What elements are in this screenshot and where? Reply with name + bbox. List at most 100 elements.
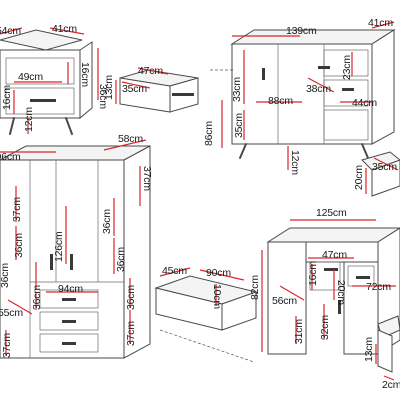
wardrobe-door-handle-1 bbox=[50, 254, 53, 270]
wardrobe-drawer-1 bbox=[39, 289, 99, 309]
wardrobe-door-handle-2 bbox=[70, 254, 73, 270]
sideboard-handle-3 bbox=[342, 88, 354, 91]
nightstand-drawer-height-label: 16cm bbox=[1, 85, 13, 110]
nightstand-drawer-upper bbox=[5, 57, 75, 85]
desk-drawer bbox=[309, 261, 341, 291]
sideboard-leg-right bbox=[361, 143, 369, 159]
wardrobe-bottom-right-label: 37cm bbox=[125, 321, 137, 346]
wardrobe-bottom-left-label: 37cm bbox=[1, 333, 13, 358]
desk-illustration bbox=[261, 219, 400, 355]
desk-handle-2 bbox=[356, 276, 370, 279]
sideboard-drawer-illustration bbox=[361, 151, 400, 197]
wardrobe-handle-2 bbox=[62, 320, 76, 323]
wardrobe-right-low-label: 36cm bbox=[125, 285, 137, 310]
sideboard-drawer-2 bbox=[323, 79, 369, 107]
desk-side-comp-label: 56cm bbox=[272, 295, 297, 307]
desk-drawer-depth-label: 20cm bbox=[335, 280, 347, 305]
dk-drawer-length-label: 2cm bbox=[382, 379, 400, 391]
desk-handle-1 bbox=[324, 268, 338, 271]
sideboard-drawer-3 bbox=[323, 109, 369, 141]
nightstand-illustration bbox=[0, 27, 99, 135]
wardrobe-depth-line bbox=[103, 139, 147, 151]
sideboard-depth-line bbox=[371, 21, 395, 29]
nightstand-leg-label: 12cm bbox=[23, 107, 35, 132]
wardrobe-drawer-3 bbox=[39, 333, 99, 353]
wardrobe-handle-1 bbox=[62, 298, 76, 301]
sideboard-side bbox=[371, 29, 395, 145]
nightstand-leg-right bbox=[65, 117, 73, 135]
sideboard-drawer-1 bbox=[323, 49, 369, 77]
sideboard-drawer-height-label: 23cm bbox=[341, 55, 353, 80]
hint-line-2 bbox=[159, 329, 255, 363]
desk-top bbox=[266, 227, 400, 243]
nightstand-height-label: 36cm bbox=[97, 84, 109, 109]
desk-lower-comp-label: 31cm bbox=[293, 319, 305, 344]
sideboard-width-label: 139cm bbox=[286, 25, 317, 37]
desk-leg-space-label: 72cm bbox=[366, 281, 391, 293]
wd-drawer-width-line bbox=[199, 269, 245, 281]
sideboard-handle-2 bbox=[318, 66, 330, 69]
sideboard-drawer-width-label: 44cm bbox=[352, 97, 377, 109]
sideboard-comp-label: 33cm bbox=[231, 77, 243, 102]
desk-drawer-width-label: 47cm bbox=[322, 249, 347, 261]
sb-drawer-depth-label: 35cm bbox=[372, 161, 397, 173]
nightstand-handle bbox=[30, 99, 56, 102]
wardrobe-hanging-label: 126cm bbox=[53, 231, 65, 262]
wardrobe-handle-3 bbox=[62, 342, 76, 345]
sideboard-total-label: 86cm bbox=[203, 121, 215, 146]
desk-handle-3 bbox=[338, 300, 341, 314]
wd-drawer-side bbox=[221, 291, 257, 331]
wardrobe-drawer-width-label: 94cm bbox=[58, 283, 83, 295]
desk-height-label: 82cm bbox=[249, 275, 261, 300]
wardrobe-left-drawer-label: 55cm bbox=[0, 307, 23, 319]
nightstand-width-line bbox=[0, 27, 23, 35]
sideboard-handle-1 bbox=[262, 68, 265, 80]
nightstand-top bbox=[0, 29, 83, 51]
nightstand-inner-width-label: 49cm bbox=[18, 71, 43, 83]
ns-drawer-width-line bbox=[137, 67, 169, 75]
desk-drawer-height-label: 16cm bbox=[307, 261, 319, 286]
sideboard-shelf-depth-label: 38cm bbox=[306, 83, 331, 95]
wardrobe-left-low-label: 36cm bbox=[0, 263, 11, 288]
wd-drawer-width-label: 90cm bbox=[206, 267, 231, 279]
nightstand-leg-left bbox=[9, 117, 15, 135]
desk-drawer-illustration bbox=[375, 315, 400, 381]
sideboard-depth-label: 41cm bbox=[368, 17, 393, 29]
wardrobe-illustration bbox=[0, 139, 151, 359]
wardrobe-drawer-illustration bbox=[154, 267, 258, 331]
sb-drawer-depth-line bbox=[373, 157, 399, 171]
wardrobe-depth-label: 58cm bbox=[118, 133, 143, 145]
ns-drawer-side-label: 13cm bbox=[103, 75, 115, 100]
wardrobe-left-mid-label: 36cm bbox=[13, 233, 25, 258]
sb-drawer-side-label: 20cm bbox=[353, 165, 365, 190]
nightstand-depth-label: 41cm bbox=[52, 23, 77, 35]
dk-drawer-side-label: 13cm bbox=[363, 337, 375, 362]
ns-drawer-width-label: 47cm bbox=[138, 65, 163, 77]
dk-drawer-front bbox=[377, 329, 393, 373]
wardrobe-right-mid-label: 36cm bbox=[115, 247, 127, 272]
desk-width-label: 125cm bbox=[316, 207, 347, 219]
nightstand-width-label: 54cm bbox=[0, 25, 21, 37]
nightstand-drawer-illustration bbox=[115, 67, 199, 113]
sideboard-leg-left bbox=[239, 143, 247, 159]
wardrobe-left-upper-label: 37cm bbox=[11, 197, 23, 222]
sideboard-shelf-depth-line bbox=[307, 77, 335, 93]
desk-side-comp-line bbox=[279, 285, 305, 301]
sideboard-shelf-label: 88cm bbox=[268, 95, 293, 107]
ns-drawer-depth-label: 35cm bbox=[122, 83, 147, 95]
dk-drawer-length-line bbox=[383, 375, 395, 381]
nightstand-inner-depth-label: 16cm bbox=[79, 62, 91, 87]
wd-drawer-depth-line bbox=[159, 267, 191, 277]
ns-drawer-handle bbox=[172, 93, 194, 96]
sideboard-inner-label: 35cm bbox=[233, 113, 245, 138]
wardrobe-top-label: 37cm bbox=[141, 166, 153, 191]
wardrobe-left-drawer-line bbox=[7, 299, 33, 315]
wardrobe-width-label: 196cm bbox=[0, 151, 21, 163]
desk-cabinet-label: 32cm bbox=[319, 315, 331, 340]
nightstand-drawer-lower bbox=[5, 87, 75, 115]
nightstand-side bbox=[79, 41, 93, 120]
ns-drawer-depth-line bbox=[121, 81, 151, 89]
wardrobe-drawer-height-label: 36cm bbox=[31, 285, 43, 310]
